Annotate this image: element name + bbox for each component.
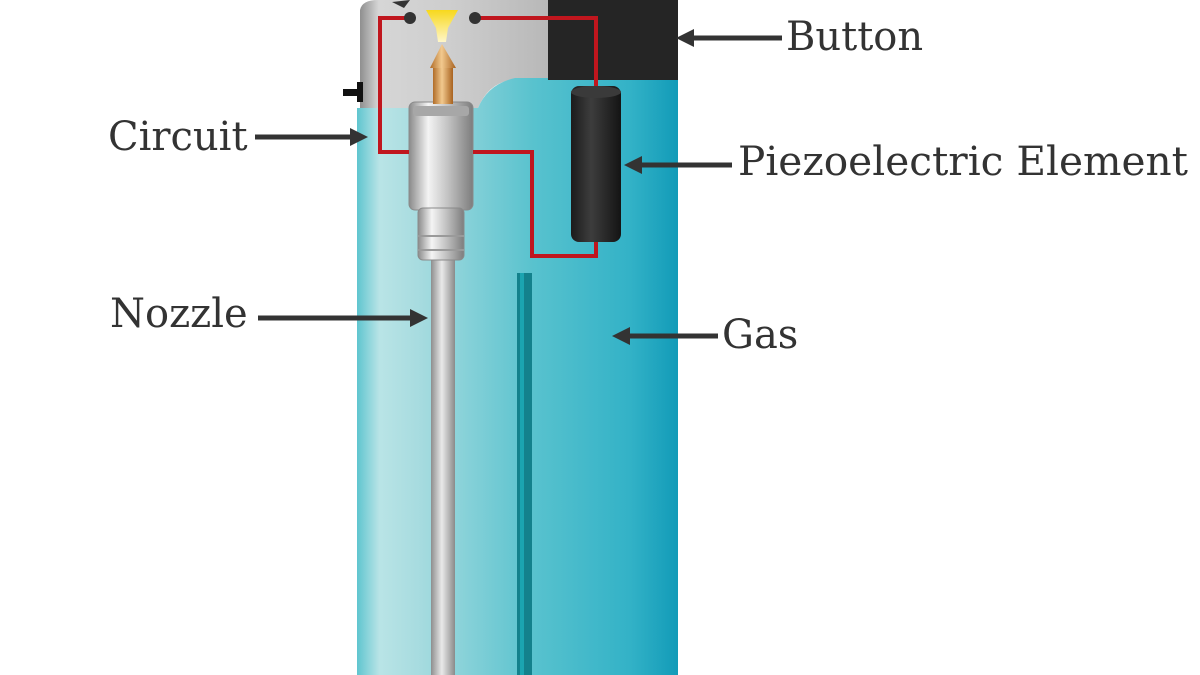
electrode-left	[404, 12, 416, 24]
flame	[426, 10, 458, 42]
piezo-arrowhead	[624, 156, 642, 174]
label-gas: Gas	[722, 312, 798, 358]
arrows	[255, 29, 782, 345]
label-button: Button	[786, 14, 923, 60]
nozzle-arrowhead	[410, 309, 428, 327]
label-piezo: Piezoelectric Element	[738, 139, 1188, 185]
button-part	[548, 0, 678, 80]
gas-arrowhead	[612, 327, 630, 345]
inner-tube-highlight	[520, 273, 524, 675]
head-clip	[392, 0, 410, 8]
side-lever	[343, 89, 361, 96]
piezo-cylinder	[571, 86, 621, 242]
jet-nozzle	[430, 44, 456, 104]
electrode-right	[469, 12, 481, 24]
label-nozzle: Nozzle	[110, 291, 248, 337]
circuit-wire	[378, 16, 598, 258]
label-circuit: Circuit	[108, 114, 248, 160]
lighter-head	[360, 0, 548, 108]
nozzle-rod	[431, 252, 455, 675]
circuit-arrowhead	[350, 128, 368, 146]
button-arrowhead	[676, 29, 694, 47]
inner-tube	[517, 273, 532, 675]
valve-assembly	[408, 101, 474, 261]
side-lever-stem	[357, 82, 363, 102]
